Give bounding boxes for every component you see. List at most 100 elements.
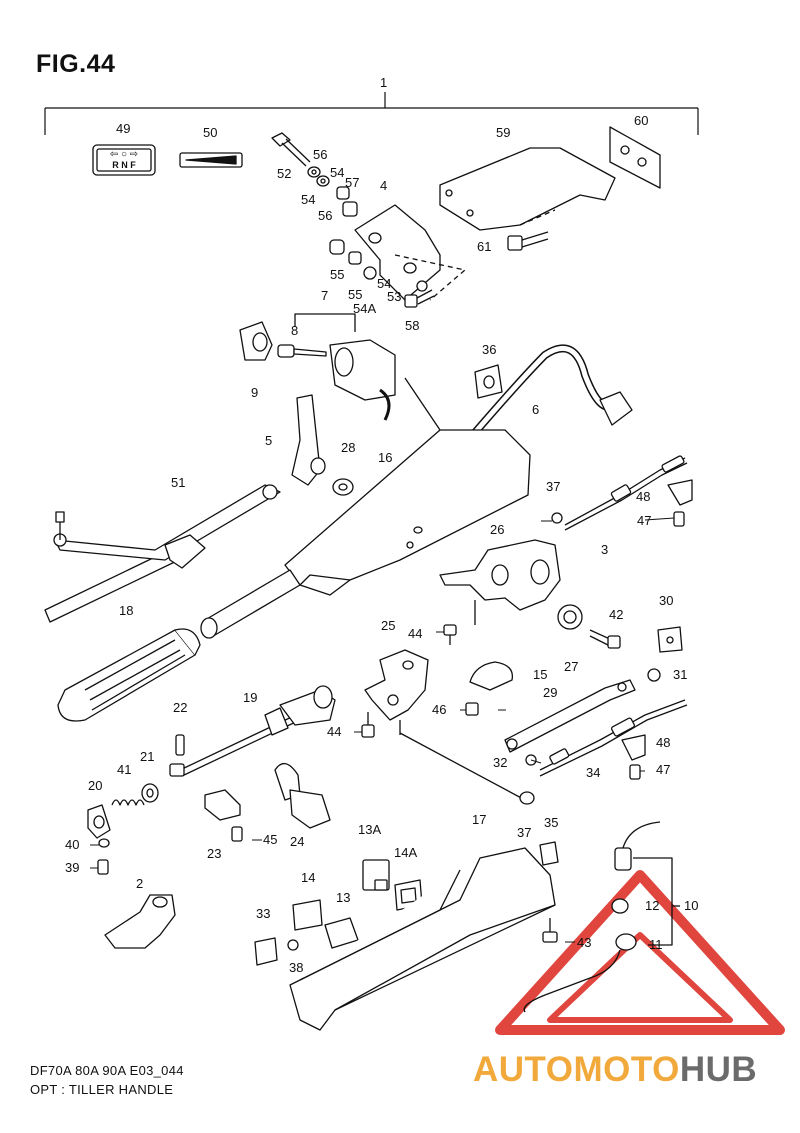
watermark-triangle-icon [495, 870, 785, 1035]
part-label: 25 [381, 618, 395, 633]
cap-15 [469, 661, 514, 691]
ignition-key-8 [277, 344, 327, 358]
part-label: 58 [405, 318, 419, 333]
part-label: 20 [88, 778, 102, 793]
footer-model: DF70A 80A 90A E03_044 [30, 1063, 184, 1078]
clip-11 [615, 933, 637, 951]
link-arm-29 [504, 679, 636, 753]
part-label: 53 [387, 289, 401, 304]
screw-47a [673, 511, 685, 527]
gasket-14 [292, 899, 323, 931]
watermark-brand-b: HUB [679, 1050, 758, 1089]
part-label: 5 [265, 433, 272, 448]
part-label: 11 [649, 937, 663, 952]
bracket-13A [362, 859, 390, 891]
grommet-35 [539, 841, 559, 866]
bracket-13 [324, 917, 359, 949]
cable-end-3 [610, 455, 685, 502]
part-label: 43 [577, 935, 591, 950]
figure-title: FIG.44 [36, 50, 116, 78]
bracket-4 [354, 204, 441, 301]
plate-60 [609, 126, 661, 189]
part-label: 34 [586, 765, 600, 780]
part-label: 10 [684, 898, 698, 913]
part-labels: 1 49 50 59 60 52 56 54 54 57 56 4 61 55 … [65, 75, 698, 975]
steering-rod-51 [44, 484, 281, 623]
part-label: 51 [171, 475, 185, 490]
bracket-plate-59 [439, 147, 616, 231]
guide-line [394, 254, 466, 301]
connector-6 [599, 391, 633, 426]
bushing-55 [329, 239, 428, 292]
part-label: 45 [263, 832, 277, 847]
clamp-23 [204, 789, 241, 821]
indicator-plate-arrows: ⇦ ○ ⇨ [109, 149, 139, 160]
ball-31 [647, 668, 661, 682]
tiller-tube [200, 569, 301, 639]
part-label: 24 [290, 834, 304, 849]
part-label: 37 [546, 479, 560, 494]
part-label: 22 [173, 700, 187, 715]
part-label: 28 [341, 440, 355, 455]
arm-2 [104, 894, 176, 949]
part-label: 52 [277, 166, 291, 181]
bolt-51 [55, 511, 65, 540]
part-label: 27 [564, 659, 578, 674]
part-label: 26 [490, 522, 504, 537]
lever-5 [291, 394, 326, 486]
part-label: 42 [609, 607, 623, 622]
bolt-42 [589, 629, 621, 649]
throttle-grip-18 [57, 628, 201, 722]
plate-30 [657, 626, 683, 653]
cable-harness-6 [456, 344, 618, 453]
sensor-10 [614, 821, 661, 871]
part-label: 3 [601, 542, 608, 557]
washer-40 [98, 838, 110, 848]
indicator-plate-letters: R N F [112, 160, 136, 170]
part-label: 39 [65, 860, 79, 875]
part-label: 60 [634, 113, 648, 128]
switch-24 [274, 763, 331, 829]
linkage-line [399, 732, 526, 801]
part-label: 48 [656, 735, 670, 750]
part-label: 54A [353, 301, 376, 316]
part-label: 4 [380, 178, 387, 193]
ignition-switch-7 [329, 339, 396, 421]
part-label: 16 [378, 450, 392, 465]
screw-46 [465, 702, 479, 716]
throttle-link-26 [439, 539, 561, 625]
screw-39 [97, 859, 109, 875]
part-label: 40 [65, 837, 79, 852]
part-label: 56 [313, 147, 327, 162]
part-label: 31 [673, 667, 687, 682]
part-label: 55 [330, 267, 344, 282]
part-label: 49 [116, 121, 130, 136]
screw-38 [287, 939, 299, 951]
part-label: 57 [345, 175, 359, 190]
link-arm-25 [364, 649, 429, 735]
cable-bracket-48a [667, 479, 693, 506]
cable-end-34 [549, 717, 636, 765]
part-label: 55 [348, 287, 362, 302]
part-label: 32 [493, 755, 507, 770]
part-label: 9 [251, 385, 258, 400]
part-label: 44 [408, 626, 422, 641]
assembly-bracket [44, 92, 699, 135]
friction-knob-27 [557, 604, 583, 630]
part-label: 48 [636, 489, 650, 504]
spring-41 [111, 799, 145, 806]
part-label: 14 [301, 870, 315, 885]
pin-22 [175, 734, 185, 756]
part-label: 13 [336, 890, 350, 905]
part-label: 14A [394, 845, 417, 860]
switch-cap-9 [239, 321, 273, 361]
guide-line-7 [294, 313, 356, 332]
screw-44a [443, 624, 457, 645]
part-label: 37 [517, 825, 531, 840]
part-label: 36 [482, 342, 496, 357]
collar-20 [87, 804, 111, 839]
bolt-52 [271, 132, 311, 167]
part-label: 17 [472, 812, 486, 827]
